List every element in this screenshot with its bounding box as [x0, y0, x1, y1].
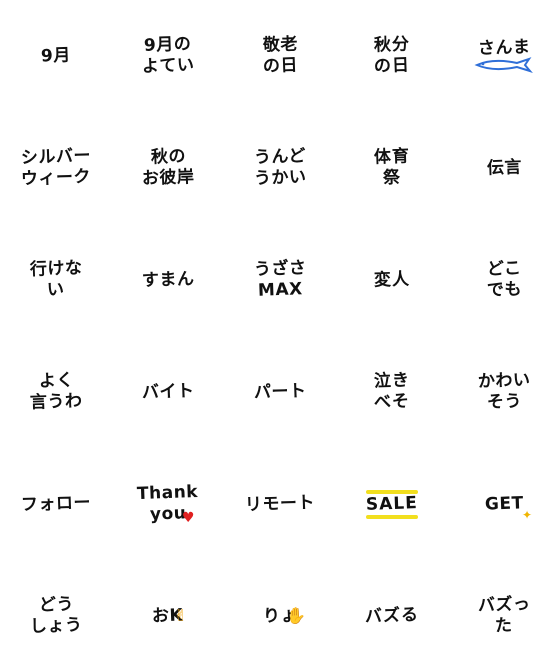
sticker-cell[interactable]: さんま	[448, 0, 560, 112]
sticker-cell[interactable]: どこでも	[448, 224, 560, 336]
sticker-cell[interactable]: すまん	[112, 224, 224, 336]
sticker-text-line: そう	[486, 391, 522, 413]
sticker-cell[interactable]: よく言うわ	[0, 336, 112, 448]
sticker-cell[interactable]: フォロー	[0, 448, 112, 560]
sticker-text-line: GET	[484, 492, 524, 515]
heart-icon: ♥	[182, 510, 195, 526]
sticker-text-line: 9月の	[143, 34, 192, 56]
sticker-text-line: リモート	[244, 492, 316, 515]
sticker-text-line: you	[149, 503, 187, 525]
sticker-cell[interactable]: 伝言	[448, 112, 560, 224]
sticker-cell[interactable]: 変人	[336, 224, 448, 336]
sticker-text-line: い	[46, 279, 66, 301]
sticker-cell[interactable]: GET✦	[448, 448, 560, 560]
sticker-cell[interactable]: バイト	[112, 336, 224, 448]
sticker-text-line: シルバー	[20, 145, 92, 169]
sticker-text-line: 伝言	[486, 156, 522, 179]
highlight-bar-bottom	[366, 514, 418, 519]
sticker-cell[interactable]: 行けない	[0, 224, 112, 336]
sticker-text-line: べそ	[373, 391, 411, 413]
sticker-text-line: の日	[373, 55, 411, 77]
sticker-cell[interactable]: バズった	[448, 560, 560, 672]
sticker-text-line: うざさ	[253, 258, 307, 280]
sticker-text-line: の日	[262, 55, 298, 77]
ok-hand-icon: ✌	[174, 606, 188, 625]
sticker-cell[interactable]: おK✌	[112, 560, 224, 672]
sticker-cell[interactable]: どうしょう	[0, 560, 112, 672]
sticker-cell[interactable]: バズる	[336, 560, 448, 672]
sticker-cell[interactable]: パート	[224, 336, 336, 448]
wave-hand-icon: ✋	[286, 606, 306, 625]
sticker-text-line: しょう	[29, 615, 83, 637]
sticker-text-line: ウィーク	[20, 166, 92, 190]
sticker-cell[interactable]: かわいそう	[448, 336, 560, 448]
sticker-text-line: バズっ	[477, 594, 531, 616]
sticker-cell[interactable]: 体育祭	[336, 112, 448, 224]
sticker-cell[interactable]: りょ✋	[224, 560, 336, 672]
sticker-cell[interactable]: 泣きべそ	[336, 336, 448, 448]
sticker-text-line: 敬老	[262, 34, 298, 56]
sale-label-wrap: SALE	[364, 486, 420, 523]
sticker-text-line: どこ	[486, 258, 522, 280]
sticker-text-line: た	[494, 615, 514, 637]
sticker-text-line: お彼岸	[141, 167, 195, 189]
highlight-bar-top	[366, 489, 418, 494]
sticker-cell[interactable]: SALE	[336, 448, 448, 560]
sticker-text-line: 体育	[373, 146, 411, 168]
fish-icon	[474, 56, 533, 73]
sticker-text-line: 言うわ	[29, 391, 83, 413]
sticker-text-line: さんま	[477, 36, 531, 59]
sticker-text-line: バイト	[141, 380, 195, 403]
sticker-text-line: すまん	[141, 268, 195, 291]
sparkle-icon: ✦	[522, 508, 533, 522]
sticker-text-line: 祭	[382, 167, 402, 189]
sticker-text-line: 秋の	[150, 146, 186, 168]
sticker-text-line: うんど	[253, 146, 307, 168]
sticker-cell[interactable]: シルバーウィーク	[0, 112, 112, 224]
sticker-text-line: でも	[486, 279, 522, 301]
sticker-text-line: MAX	[257, 279, 303, 301]
sticker-cell[interactable]: うんどうかい	[224, 112, 336, 224]
sticker-text-line: よてい	[141, 55, 195, 77]
sticker-cell[interactable]: 秋分の日	[336, 0, 448, 112]
sticker-text-line: パート	[253, 380, 307, 403]
sticker-text-line: 秋分	[373, 34, 411, 56]
sticker-text-line: フォロー	[20, 492, 92, 515]
sticker-text-line: 変人	[373, 268, 411, 291]
sticker-text-line: Thank	[137, 481, 199, 505]
sticker-cell[interactable]: リモート	[224, 448, 336, 560]
sticker-text-line: バズる	[364, 604, 420, 627]
sticker-text-line: 泣き	[373, 370, 411, 392]
sticker-text-line: どう	[38, 594, 74, 616]
sticker-text-line: SALE	[365, 492, 419, 515]
sticker-cell[interactable]: 秋のお彼岸	[112, 112, 224, 224]
sticker-cell[interactable]: 9月のよてい	[112, 0, 224, 112]
sticker-text-line: 9月	[40, 44, 72, 67]
sticker-cell[interactable]: 敬老の日	[224, 0, 336, 112]
sticker-text-line: 行けな	[29, 258, 83, 280]
sticker-text-line: かわい	[477, 370, 531, 392]
sticker-text-line: うかい	[253, 167, 307, 189]
sticker-cell[interactable]: 9月	[0, 0, 112, 112]
sticker-text-line: よく	[38, 370, 74, 392]
